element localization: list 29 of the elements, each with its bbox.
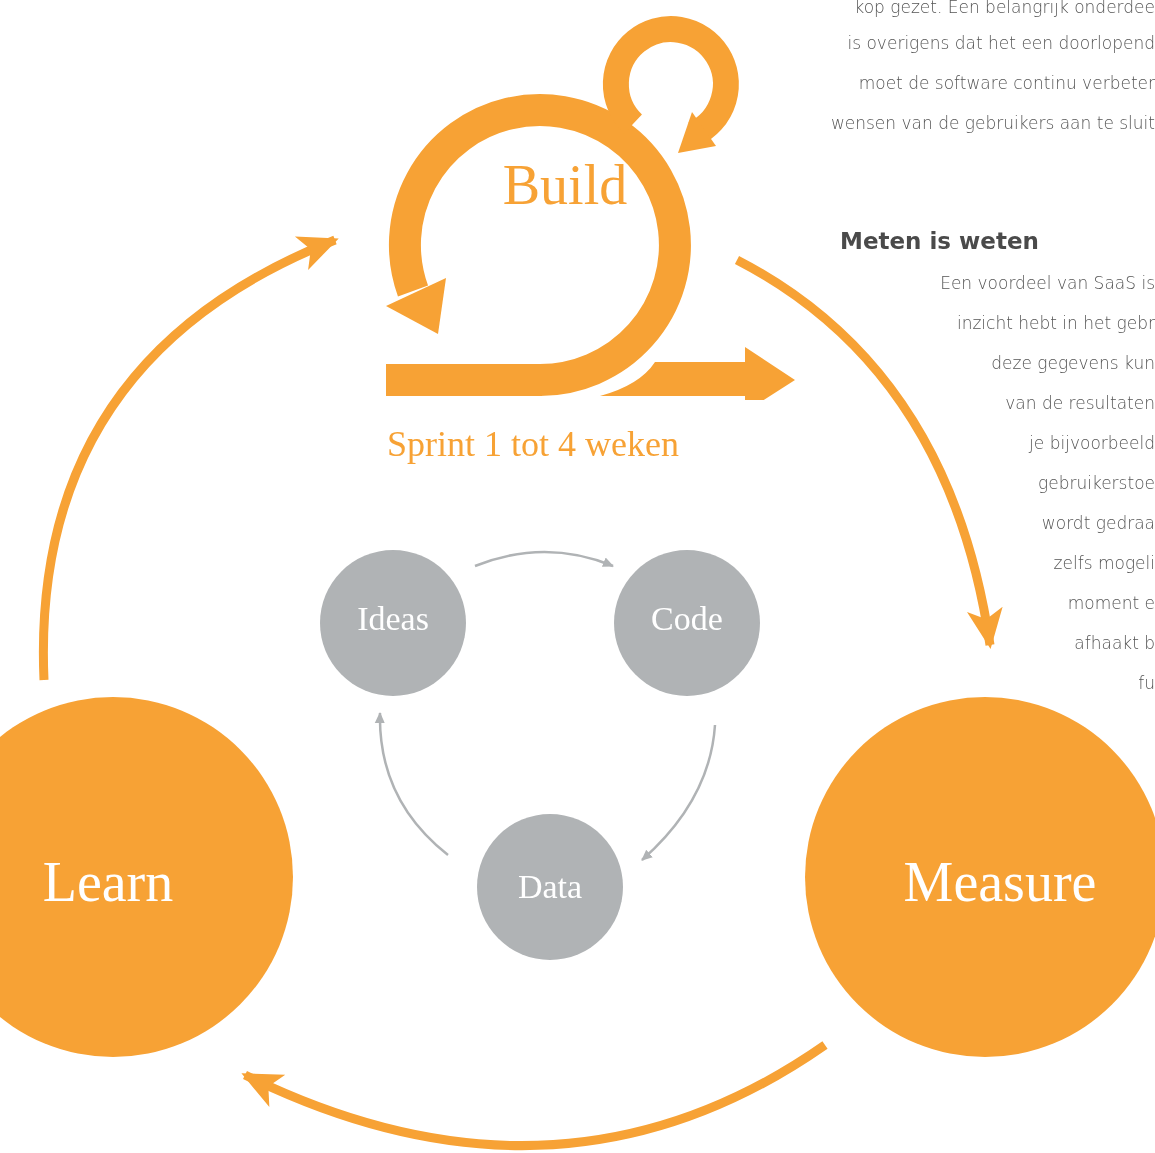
cycle-arrow — [641, 724, 717, 861]
body-text: afhaakt b — [1074, 633, 1155, 653]
body-text: moet de software continu verbeter — [858, 73, 1155, 93]
node-label: Ideas — [357, 600, 429, 638]
body-text: gebruikerstoe — [1038, 473, 1155, 493]
body-text: is overigens dat het een doorlopend — [847, 33, 1155, 53]
body-text: van de resultaten — [1005, 393, 1155, 413]
body-text: inzicht hebt in het gebr — [956, 313, 1155, 333]
node-label: Learn — [42, 850, 174, 914]
cycle-arrow — [375, 712, 449, 856]
body-text: wensen van de gebruikers aan te sluit — [830, 113, 1155, 133]
cycle-arrow — [241, 1041, 828, 1150]
sprint-caption: Sprint 1 tot 4 weken — [387, 423, 679, 465]
node-label: Measure — [903, 850, 1097, 914]
body-text: zelfs mogeli — [1053, 553, 1155, 573]
cycle-arrow — [39, 235, 339, 680]
body-text: je bijvoorbeeld — [1029, 433, 1155, 453]
section-heading: Meten is weten — [840, 228, 1039, 254]
body-text: deze gegevens kun — [991, 353, 1155, 373]
node-label: Build — [502, 153, 628, 217]
cycle-arrow — [734, 256, 1002, 649]
cycle-arrow — [474, 550, 614, 568]
body-text: wordt gedraa — [1041, 513, 1155, 533]
node-label: Data — [517, 868, 583, 906]
body-text: moment e — [1067, 593, 1155, 613]
node-label: Code — [651, 600, 723, 638]
body-text: Een voordeel van SaaS is — [940, 273, 1155, 293]
body-text: fu — [1138, 673, 1155, 693]
body-text: kop gezet. Een belangrijk onderdee — [854, 0, 1155, 17]
